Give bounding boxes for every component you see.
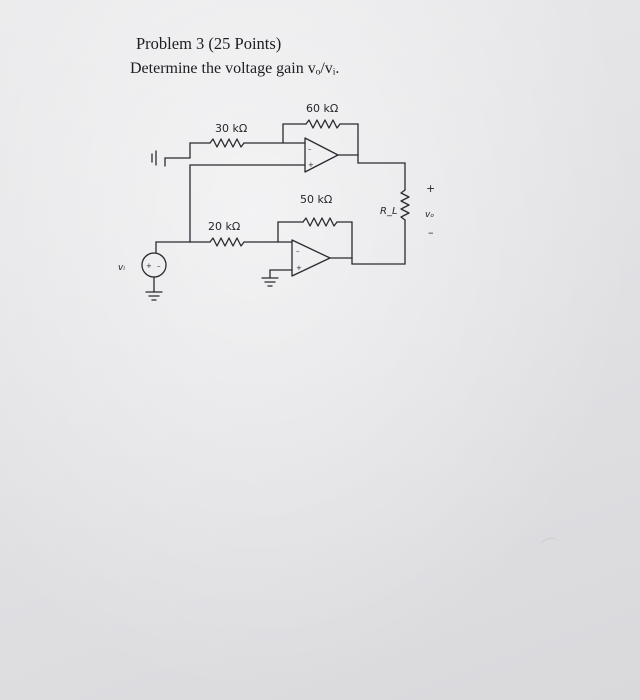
output-minus: – (428, 226, 434, 239)
label-20k: 20 kΩ (208, 220, 240, 233)
load-resistor (400, 189, 410, 221)
output-plus: + (426, 182, 435, 195)
opamp-bottom-plus: + (296, 264, 302, 272)
resistor-50k (302, 217, 338, 227)
label-vi: vᵢ (118, 263, 125, 273)
source-plus: + (146, 262, 152, 270)
opamp-top-plus: + (308, 161, 314, 169)
problem-prompt: Determine the voltage gain vₒ/vᵢ. (130, 60, 340, 77)
opamp-bottom (291, 239, 331, 277)
opamp-top-minus: – (308, 145, 312, 153)
opamp-top (304, 137, 339, 173)
resistor-60k (305, 119, 341, 129)
label-30k: 30 kΩ (215, 122, 247, 135)
label-60k: 60 kΩ (306, 102, 338, 115)
resistor-20k (209, 237, 245, 247)
opamp-bottom-minus: – (296, 247, 300, 255)
source-minus: – (157, 262, 161, 270)
label-50k: 50 kΩ (300, 193, 332, 206)
resistor-30k (209, 138, 245, 148)
label-load: R_L (380, 206, 398, 217)
problem-title: Problem 3 (25 Points) (136, 34, 282, 53)
label-vo: vₒ (425, 210, 434, 220)
